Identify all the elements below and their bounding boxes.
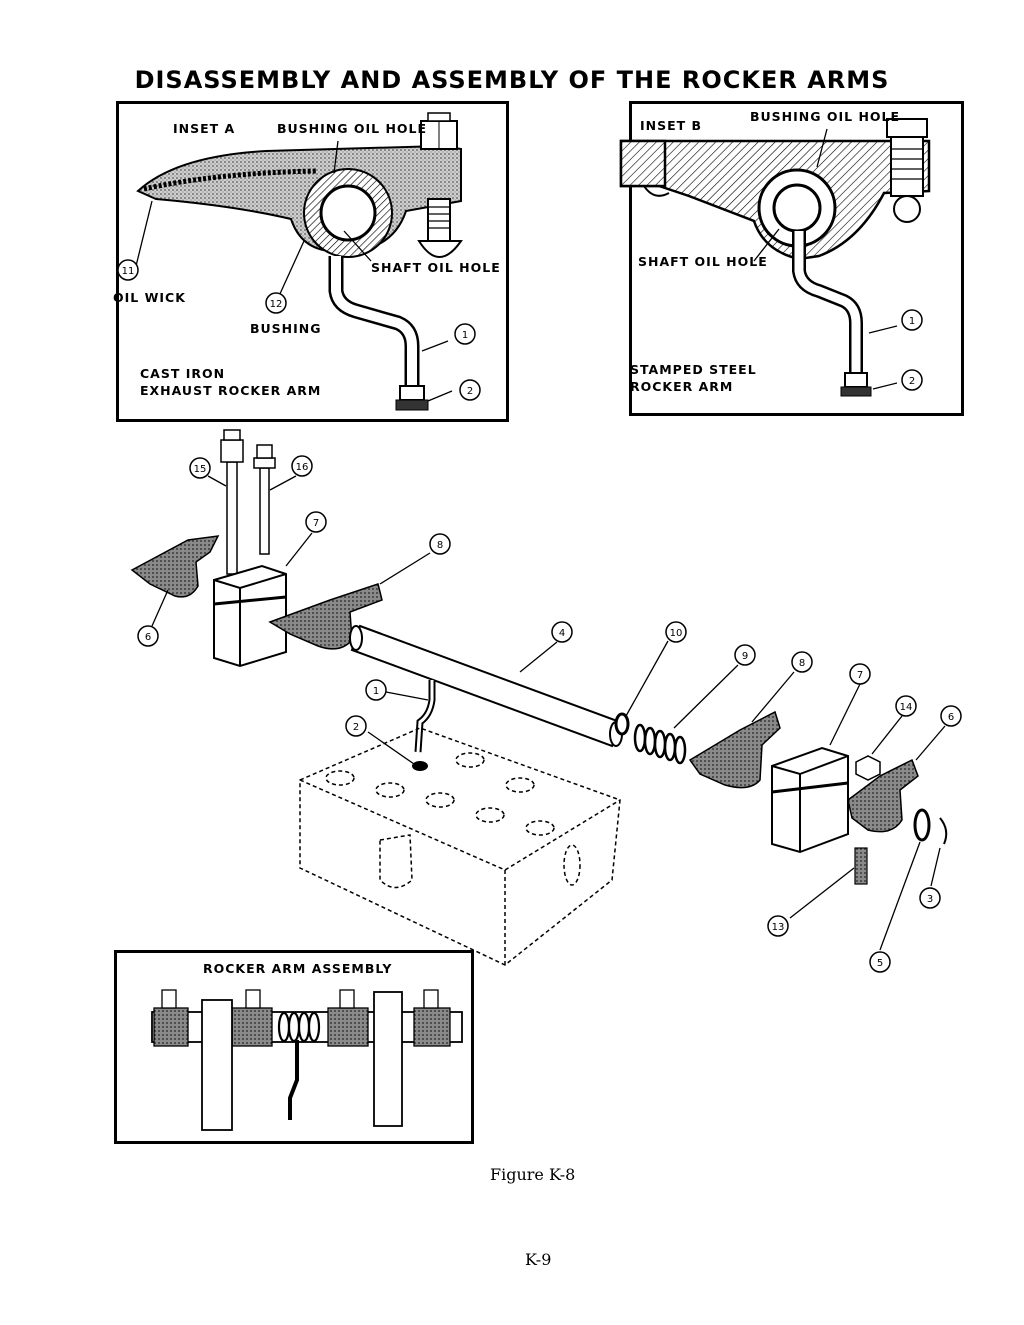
page-title: DISASSEMBLY AND ASSEMBLY OF THE ROCKER A…: [134, 66, 890, 94]
inset-b-shaft-oil-hole-label: SHAFT OIL HOLE: [638, 254, 768, 269]
svg-text:1: 1: [462, 330, 468, 341]
callout-6-right: 6: [940, 705, 962, 727]
callout-13: 13: [767, 915, 789, 937]
callout-7-left: 7: [305, 511, 327, 533]
svg-text:12: 12: [270, 299, 283, 310]
rocker-arm-6-right: [847, 758, 919, 833]
callout-a-2: 2: [459, 379, 481, 401]
svg-text:8: 8: [437, 540, 443, 551]
svg-text:16: 16: [296, 462, 309, 473]
svg-text:7: 7: [313, 518, 319, 529]
callout-a-1: 1: [454, 323, 476, 345]
inset-a-arm-type-line2: EXHAUST ROCKER ARM: [140, 383, 322, 398]
inset-a-panel: INSET A BUSHING OIL HOLE SHAFT OIL HOLE …: [113, 101, 509, 422]
svg-text:8: 8: [799, 658, 805, 669]
callout-6-left: 6: [137, 625, 159, 647]
spring-9: [633, 723, 687, 765]
inset-b-arm-type-line1: STAMPED STEEL: [630, 362, 757, 377]
bracket-right: [771, 746, 849, 854]
inset-a-bushing-oil-hole-label: BUSHING OIL HOLE: [277, 121, 428, 136]
inset-a-drawing: [135, 112, 463, 411]
svg-text:6: 6: [145, 632, 151, 643]
svg-text:1: 1: [909, 316, 915, 327]
callout-16: 16: [291, 455, 313, 477]
svg-text:2: 2: [909, 376, 915, 387]
callout-1: 1: [365, 679, 387, 701]
inset-b-bushing-oil-hole-label: BUSHING OIL HOLE: [750, 109, 901, 124]
svg-text:5: 5: [877, 958, 883, 969]
svg-text:2: 2: [467, 386, 473, 397]
cylinder-head: [299, 727, 621, 966]
callout-14: 14: [895, 695, 917, 717]
callout-5: 5: [869, 951, 891, 973]
svg-text:3: 3: [927, 894, 933, 905]
oil-wick: [143, 168, 317, 192]
adjusting-screw-13: [854, 847, 868, 885]
callout-8-right: 8: [791, 651, 813, 673]
callout-10: 10: [665, 621, 687, 643]
callout-3: 3: [919, 887, 941, 909]
svg-text:11: 11: [122, 266, 135, 277]
rocker-arm-6-left: [130, 535, 220, 598]
inset-b-drawing: [619, 118, 931, 397]
svg-text:7: 7: [857, 670, 863, 681]
inset-a-title: INSET A: [173, 121, 236, 136]
inset-b-arm-type-line2: ROCKER ARM: [630, 379, 734, 394]
svg-text:9: 9: [742, 651, 748, 662]
rocker-arm-assembly-panel: ROCKER ARM ASSEMBLY: [114, 950, 474, 1144]
washer-10: [614, 712, 630, 736]
inset-a-bushing-label: BUSHING: [250, 321, 322, 336]
callout-8-left: 8: [429, 533, 451, 555]
rocker-arm-assembly-drawing: [151, 989, 463, 1131]
inset-b-panel: INSET B BUSHING OIL HOLE SHAFT OIL HOLE …: [619, 101, 964, 416]
inset-b-title: INSET B: [640, 118, 703, 133]
callout-a-11: 11: [117, 259, 139, 281]
inset-a-arm-type-line1: CAST IRON: [140, 366, 226, 381]
figure-caption: Figure K-8: [490, 1165, 576, 1184]
washer-5: [913, 808, 931, 842]
inset-a-oil-wick-label: OIL WICK: [113, 290, 186, 305]
bracket-left: [213, 564, 287, 668]
svg-text:6: 6: [948, 712, 954, 723]
page-number: K-9: [525, 1250, 552, 1269]
callout-a-12: 12: [265, 292, 287, 314]
inset-a-shaft-oil-hole-label: SHAFT OIL HOLE: [371, 260, 501, 275]
svg-text:13: 13: [772, 922, 785, 933]
svg-text:14: 14: [900, 702, 913, 713]
snap-ring-3: [939, 817, 948, 845]
svg-text:15: 15: [194, 464, 207, 475]
adjusting-screw-b: [890, 135, 924, 197]
callout-2: 2: [345, 715, 367, 737]
svg-text:10: 10: [670, 628, 683, 639]
callout-4: 4: [551, 621, 573, 643]
grommet-2: [412, 761, 428, 771]
callout-15: 15: [189, 457, 211, 479]
callout-b-1: 1: [901, 309, 923, 331]
callout-b-2: 2: [901, 369, 923, 391]
nut-14: [855, 755, 881, 781]
assembly-title: ROCKER ARM ASSEMBLY: [203, 961, 393, 976]
callout-9: 9: [734, 644, 756, 666]
svg-text:2: 2: [353, 722, 359, 733]
shaft-bore: [319, 184, 377, 242]
rocker-arm-8-right: [688, 710, 781, 789]
svg-text:4: 4: [559, 628, 565, 639]
svg-text:1: 1: [373, 686, 379, 697]
rocker-arm-8-left: [268, 583, 383, 650]
callout-7-right: 7: [849, 663, 871, 685]
